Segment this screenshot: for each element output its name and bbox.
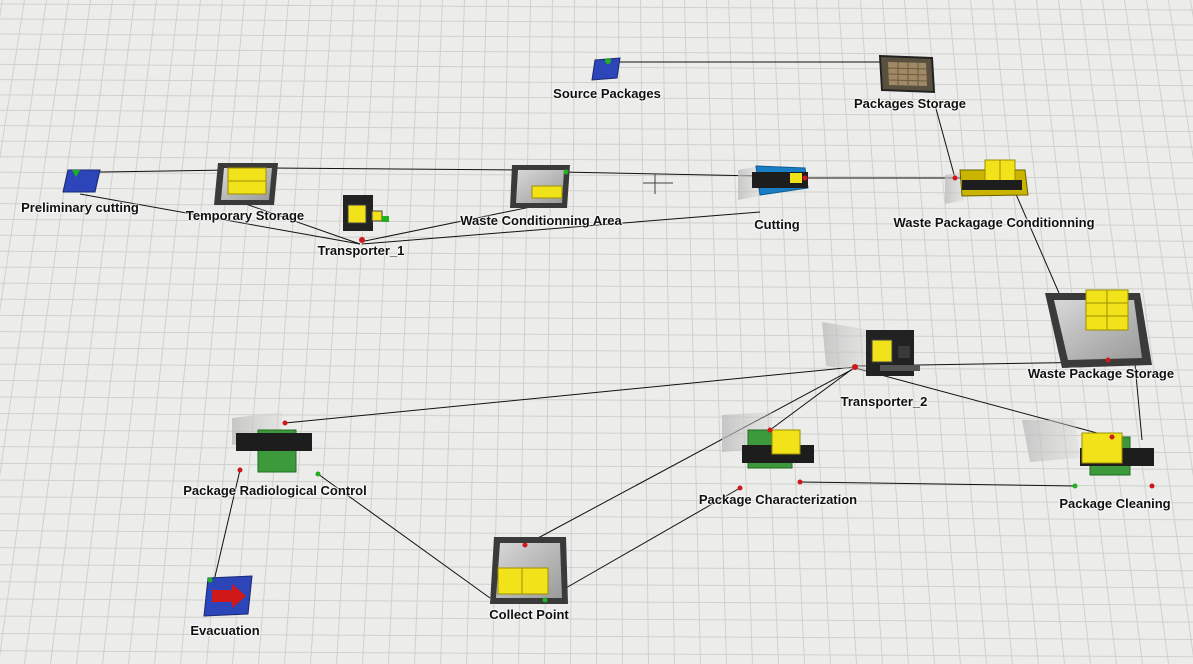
waste-conditioning-area-object[interactable] <box>510 165 570 208</box>
grid-line <box>336 0 377 664</box>
grid-line <box>24 0 113 664</box>
grid-line <box>362 0 399 664</box>
grid-line <box>1014 0 1091 664</box>
cutting-object[interactable] <box>738 165 809 200</box>
label-waste-conditioning-area: Waste Conditionning Area <box>460 213 622 228</box>
label-preliminary-cutting: Preliminary cutting <box>21 200 139 215</box>
grid-line <box>0 0 47 313</box>
transporter-2-object[interactable] <box>822 322 920 376</box>
grid-line <box>76 0 157 664</box>
grid-line <box>0 0 91 657</box>
label-package-radiological-control: Package Radiological Control <box>183 483 367 498</box>
label-source-packages: Source Packages <box>553 86 661 101</box>
collect-point-object[interactable] <box>490 537 568 604</box>
grid-line <box>1146 0 1193 313</box>
grid-line <box>1168 0 1193 160</box>
grid-line <box>310 0 355 664</box>
transporter-1-object[interactable] <box>343 195 389 243</box>
grid-line <box>414 0 443 664</box>
waste-package-storage-object[interactable] <box>1045 289 1152 368</box>
grid-line <box>662 0 675 664</box>
label-evacuation: Evacuation <box>190 623 260 638</box>
grid-line <box>102 0 179 664</box>
grid-line <box>0 0 25 160</box>
grid-line <box>750 0 779 664</box>
grid-line <box>466 0 487 664</box>
label-cutting: Cutting <box>754 217 800 232</box>
grid-line <box>772 0 805 664</box>
crosshair-cursor-icon <box>643 174 673 194</box>
grid-line <box>128 0 201 664</box>
packages-storage-object[interactable] <box>878 54 936 94</box>
grid-line <box>0 0 69 478</box>
label-transporter-2: Transporter_2 <box>840 394 928 409</box>
grid-line <box>794 0 831 664</box>
grid-line <box>284 0 333 664</box>
label-transporter-1: Transporter_1 <box>317 243 405 258</box>
waste-package-conditioning-object[interactable] <box>945 159 1029 204</box>
grid-line <box>640 0 649 664</box>
grid-line <box>948 0 1013 664</box>
grid-line <box>904 0 961 664</box>
grid-line <box>154 0 223 664</box>
grid-line <box>180 0 245 664</box>
package-radiological-control-object[interactable] <box>232 412 321 477</box>
grid-line <box>728 0 753 664</box>
grid-line <box>50 0 135 664</box>
grid-line <box>206 0 267 664</box>
label-waste-package-storage: Waste Package Storage <box>1027 366 1175 381</box>
preliminary-cutting-object[interactable] <box>62 169 101 193</box>
package-cleaning-object[interactable] <box>1022 420 1155 489</box>
grid-line <box>706 0 727 664</box>
label-package-characterization: Package Characterization <box>698 492 858 507</box>
source-packages-object[interactable] <box>591 57 621 81</box>
label-collect-point: Collect Point <box>489 607 569 622</box>
grid-line <box>618 0 623 664</box>
package-characterization-object[interactable] <box>722 412 814 491</box>
temporary-storage-object[interactable] <box>214 163 278 205</box>
grid-line <box>440 0 465 664</box>
evacuation-object[interactable] <box>203 575 253 617</box>
grid-line <box>388 0 421 664</box>
grid-line <box>570 0 575 664</box>
label-temporary-storage: Temporary Storage <box>185 208 305 223</box>
grid-line <box>992 0 1065 664</box>
grid-line <box>1102 0 1193 657</box>
label-waste-package-conditioning: Waste Packagage Conditionning <box>893 215 1095 230</box>
grid-line <box>970 0 1039 664</box>
grid-line <box>258 0 311 664</box>
grid-line <box>684 0 701 664</box>
label-packages-storage: Packages Storage <box>853 96 967 111</box>
label-package-cleaning: Package Cleaning <box>1059 496 1171 511</box>
grid-line <box>1124 0 1193 478</box>
grid-line <box>232 0 289 664</box>
